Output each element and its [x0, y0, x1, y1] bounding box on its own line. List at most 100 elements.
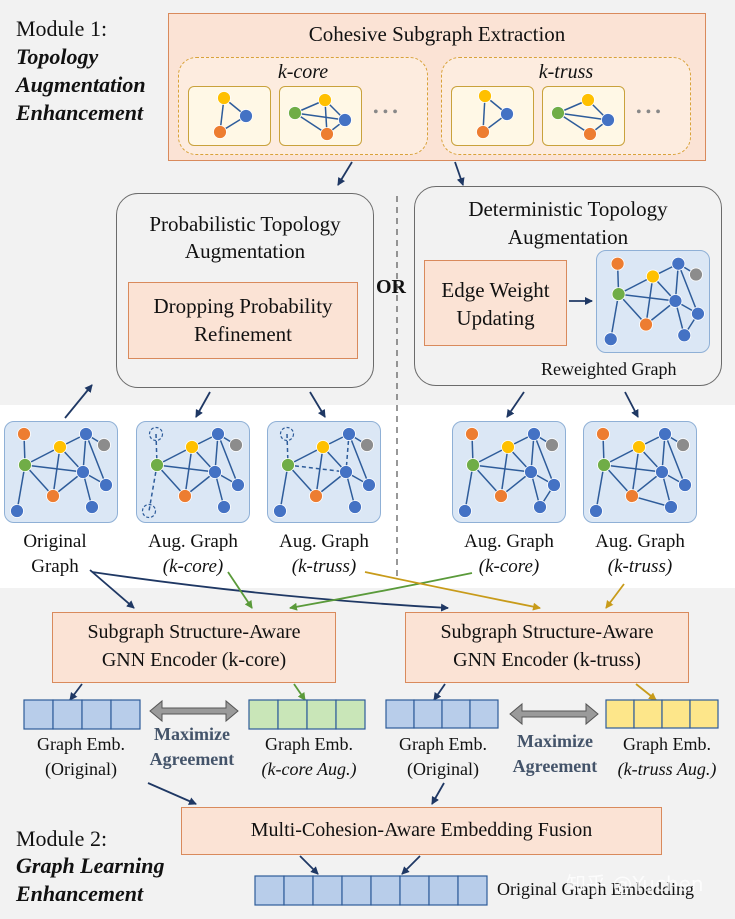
reweighted-label: Reweighted Graph	[541, 359, 677, 379]
arrow-encoder-kcore-to-aug	[293, 683, 306, 701]
aug-kcore-right-node-o2	[494, 489, 508, 503]
encoder-ktruss-box	[405, 612, 689, 683]
aug-kcore-left-edge-gr-b5	[148, 464, 158, 512]
embedding-original-left-cell-3	[110, 699, 141, 730]
kcore-sub1-node-b	[239, 109, 253, 123]
kcore-sub2-node-g	[288, 106, 302, 120]
maximize-arrow-right-shape	[509, 702, 599, 726]
aug-ktruss-left-node-g	[360, 438, 374, 452]
reweighted-graph-edge-gr-b5	[610, 293, 620, 340]
arrow-fusion-to-final-right	[401, 855, 421, 875]
original-graph-label-2: Graph	[31, 556, 79, 577]
arrow-fusion-to-final-left	[299, 855, 319, 875]
ktruss-ellipsis: • • •	[636, 104, 661, 121]
arrow-aug-ktruss-left-to-encoder	[364, 571, 541, 611]
module2-label: Module 2:	[16, 826, 108, 851]
embedding-ktruss-aug	[605, 699, 719, 729]
fusion-title: Multi-Cohesion-Aware Embedding Fusion	[250, 819, 593, 841]
aug-ktruss-right-node-b4	[664, 500, 678, 514]
ktruss-sub1-node-o	[476, 125, 490, 139]
aug-graph-kcore-left-card	[136, 421, 250, 523]
module1-title-line2: Augmentation	[16, 72, 146, 97]
arrow-orig-left-to-fusion	[147, 782, 197, 805]
reweighted-graph-node-y	[645, 269, 660, 284]
kcore-sub1-node-o	[213, 125, 227, 139]
kcore-sub2-node-o	[320, 127, 334, 141]
aug-ktruss-right-node-o	[596, 427, 610, 441]
aug-kcore-left-node-y	[185, 440, 199, 454]
reweighted-graph-node-b4	[677, 328, 692, 343]
aug-kcore-left-label-1: Aug. Graph	[148, 531, 238, 552]
aug-ktruss-left-node-gr	[281, 458, 295, 472]
edge-weight-box	[424, 260, 567, 346]
arrow-original-to-prob	[64, 384, 93, 419]
embedding-ktruss-aug-cell-2	[661, 699, 691, 729]
aug-ktruss-left-edge-b1-b3	[348, 433, 370, 486]
reweighted-graph-node-b3	[691, 306, 705, 321]
ktruss-label: k-truss	[538, 61, 594, 83]
maximize-arrow-left-shape	[149, 699, 239, 723]
ktruss-sub2-node-b	[601, 113, 615, 127]
aug-ktruss-right-node-b3	[678, 478, 692, 492]
embedding-kcore-aug-cell-2	[306, 699, 337, 730]
aug-kcore-right-label-1: Aug. Graph	[464, 531, 554, 552]
original-graph-node-b4	[85, 500, 99, 514]
reweighted-graph-edge-y-o2	[645, 276, 654, 325]
maximize-left-line2: Agreement	[149, 749, 235, 769]
det-title-line2: Augmentation	[507, 225, 629, 249]
original-graph-edge-gr-o2	[24, 464, 54, 497]
ktruss-sub1-node-b	[500, 107, 514, 121]
aug-ktruss-right-node-g	[676, 438, 690, 452]
aug-ktruss-left-label-2: (k-truss)	[291, 556, 357, 577]
final-embedding-label: Original Graph Embedding	[497, 879, 694, 899]
maximize-right-line2: Agreement	[512, 756, 598, 776]
ktruss-sub2-edge-g-b	[557, 112, 609, 121]
aug-ktruss-right-label-2: (k-truss)	[607, 556, 673, 577]
aug-kcore-right-edge-y-o2	[500, 446, 509, 497]
watermark: 知乎 @Yuchen	[566, 872, 704, 896]
extraction-title: Cohesive Subgraph Extraction	[308, 22, 566, 46]
det-title-line1: Deterministic Topology	[468, 197, 668, 221]
aug-ktruss-right-node-b5	[589, 504, 603, 518]
module1-title-line3: Enhancement	[16, 100, 144, 125]
embedding-final-cell-6	[428, 875, 459, 906]
embedding-original-left-cell-2	[81, 699, 112, 730]
arrow-extraction-to-prob	[337, 161, 353, 186]
original-graph-edge-gr-b2	[24, 464, 84, 473]
aug-kcore-right-node-y	[501, 440, 515, 454]
ktruss-sub2-node-o	[583, 127, 597, 141]
aug-kcore-right-edge-gr-b5	[464, 464, 474, 512]
embedding-final-cell-1	[283, 875, 314, 906]
reweighted-graph-edge-gr-b2	[618, 293, 676, 302]
emb-orig-left-label-1: Graph Emb.	[37, 734, 125, 754]
kcore-subgraph-1	[188, 86, 271, 146]
aug-ktruss-right-edge-gr-o2	[603, 464, 633, 497]
embedding-kcore-aug-cell-0	[248, 699, 279, 730]
embedding-original-right	[385, 699, 499, 729]
embedding-ktruss-aug-cell-1	[633, 699, 663, 729]
original-graph-node-o	[17, 427, 31, 441]
embedding-kcore-aug	[248, 699, 366, 730]
embedding-final-cell-4	[370, 875, 401, 906]
reweighted-graph-node-b2	[668, 294, 683, 308]
embedding-original-right-cell-3	[469, 699, 499, 729]
emb-ktruss-aug-label-2: (k-truss Aug.)	[617, 759, 717, 779]
aug-ktruss-left-node-b4	[348, 500, 362, 514]
aug-kcore-right-label-2: (k-core)	[478, 556, 540, 577]
module2-title-line2: Enhancement	[16, 881, 144, 906]
aug-kcore-left-edge-o-gr	[155, 433, 158, 466]
aug-kcore-right-node-o	[465, 427, 479, 441]
encoder-ktruss-line2: GNN Encoder (k-truss)	[453, 649, 641, 671]
emb-orig-right-label-1: Graph Emb.	[399, 734, 487, 754]
arrow-aug-kcore-right-to-encoder	[289, 572, 473, 611]
aug-ktruss-right-node-b1	[658, 427, 672, 441]
aug-kcore-left-node-gr	[150, 458, 164, 472]
original-graph-node-b1	[79, 427, 93, 441]
arrow-aug-ktruss-right-to-encoder	[605, 583, 625, 609]
module2-title-line1: Graph Learning	[16, 853, 165, 878]
aug-kcore-left-node-b1	[211, 427, 225, 441]
aug-ktruss-left-edge-gr-b2	[287, 464, 347, 473]
embedding-kcore-aug-cell-1	[277, 699, 308, 730]
reweighted-graph-node-g	[689, 267, 703, 282]
aug-ktruss-left-node-b1	[342, 427, 356, 441]
